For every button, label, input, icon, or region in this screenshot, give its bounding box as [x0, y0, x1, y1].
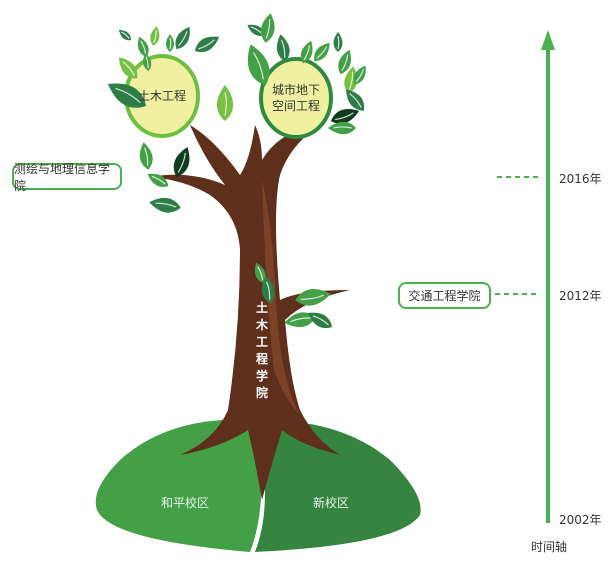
leaf-icon	[137, 36, 149, 58]
leaf-vein	[198, 39, 215, 50]
leaf-vein	[341, 54, 349, 71]
leaf-icon	[276, 34, 290, 62]
leaf-vein	[153, 30, 157, 44]
hill-label-heping: 和平校区	[161, 496, 210, 510]
leaf-vein	[312, 315, 329, 326]
leaf-icon	[165, 34, 175, 52]
tree-trunk	[150, 125, 350, 500]
leaf-vein	[349, 93, 362, 108]
leaf-vein	[257, 266, 264, 281]
leaf-icon	[328, 121, 356, 135]
leaf-vein	[140, 40, 147, 55]
leaf-vein	[169, 37, 172, 50]
leaf-vein	[303, 45, 311, 61]
leaf-vein	[252, 52, 264, 80]
year-2012: 2012年	[559, 289, 602, 303]
leaf-icon	[284, 312, 316, 328]
leaf-vein	[316, 46, 328, 59]
leaf-vein	[265, 19, 271, 39]
timeline-axis-label: 时间轴	[531, 540, 568, 554]
leaf-vein	[290, 317, 312, 323]
timeline-arrow-icon	[541, 30, 555, 50]
leaf-vein	[151, 175, 166, 185]
leaf-vein	[178, 31, 188, 47]
leaf-icon	[175, 26, 190, 50]
leaf-vein	[122, 61, 135, 76]
leaf-vein	[335, 112, 354, 121]
circle-label-civil: 土木工程	[137, 89, 186, 103]
leaf-vein	[333, 126, 352, 129]
leaf-icon	[333, 32, 343, 52]
leaf-vein	[300, 294, 324, 300]
branch-transport-engineering: 交通工程学院	[398, 282, 491, 309]
leaf-icon	[147, 173, 169, 187]
leaf-vein	[143, 147, 149, 166]
leaf-vein	[280, 39, 286, 58]
circle-label-line2: 空间工程	[271, 99, 320, 113]
hill-left	[95, 419, 262, 552]
hill-right	[255, 419, 421, 552]
leaf-vein	[348, 71, 354, 90]
leaf-vein	[145, 56, 149, 69]
leaf-vein	[337, 35, 340, 50]
leaf-vein	[224, 92, 227, 116]
leaf-vein	[115, 87, 141, 104]
leaf-vein	[265, 281, 271, 300]
leaf-icon	[139, 142, 153, 170]
leaf-vein	[177, 152, 186, 173]
year-2002: 2002年	[559, 513, 602, 527]
leaf-vein	[121, 31, 130, 39]
circle-label-underground: 城市地下 空间工程	[264, 82, 328, 114]
leaf-icon	[261, 276, 275, 304]
leaf-icon	[216, 85, 234, 121]
circle-underground-space	[259, 57, 333, 139]
year-2016: 2016年	[559, 172, 602, 186]
leaf-vein	[355, 69, 364, 83]
leaf-icon	[260, 13, 275, 43]
circle-label-line1: 城市地下	[271, 83, 320, 97]
hill-label-new: 新校区	[313, 496, 350, 510]
leaf-icon	[194, 36, 220, 53]
leaf-icon	[330, 109, 360, 124]
leaf-icon	[149, 197, 181, 213]
leaf-vein	[155, 202, 177, 208]
leaf-icon	[314, 42, 330, 62]
trunk-label: 土木工程学院	[255, 301, 268, 400]
branch-surveying-geoinfo: 测绘与地理信息学院	[12, 162, 122, 193]
leaf-icon	[150, 26, 160, 46]
leaf-icon	[173, 146, 190, 178]
leaf-icon	[344, 66, 358, 94]
leaf-icon	[295, 289, 331, 306]
leaf-icon	[247, 44, 270, 86]
